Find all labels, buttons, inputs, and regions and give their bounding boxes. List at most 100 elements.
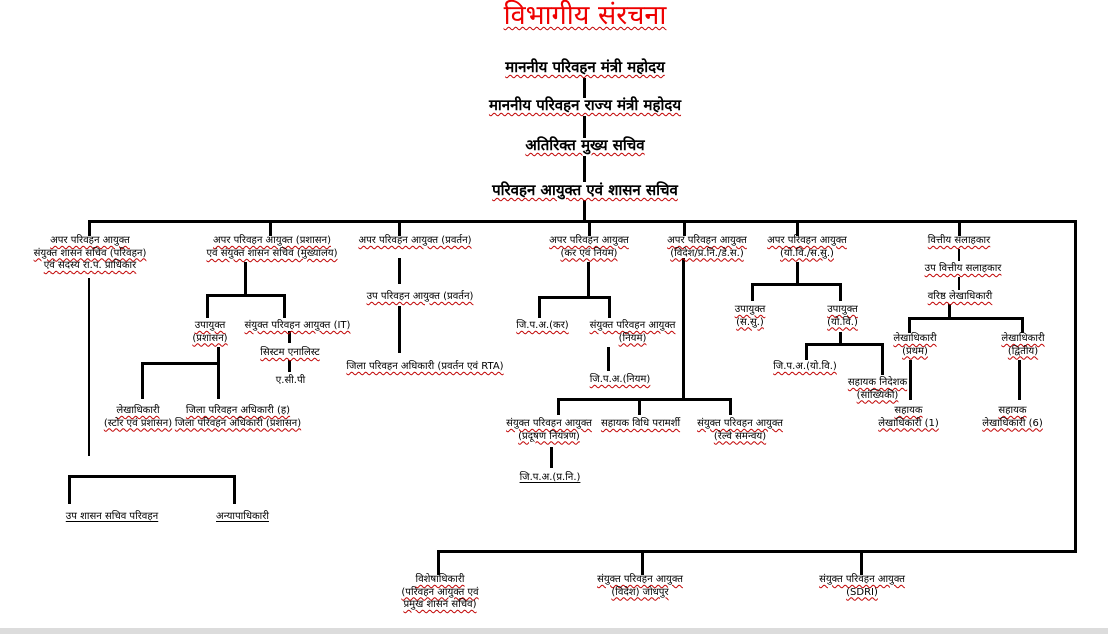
connector-line <box>881 343 884 375</box>
connector-line <box>909 360 912 400</box>
node-dto-pollution: जि.प.अ.(प्र.नि.) <box>519 472 581 483</box>
connector-line <box>583 116 586 138</box>
connector-line <box>1021 317 1024 333</box>
connector-line <box>958 277 960 290</box>
connector-line <box>206 294 209 318</box>
connector-line <box>88 220 91 236</box>
connector-line <box>550 447 553 468</box>
connector-line <box>557 398 560 415</box>
connector-line <box>141 362 144 399</box>
connector-line <box>958 220 961 236</box>
connector-line <box>641 550 644 575</box>
connector-line <box>1018 360 1021 400</box>
connector-line <box>398 220 401 236</box>
connector-line <box>217 362 220 399</box>
node-joint-commissioner-sdri: संयुक्त परिवहन आयुक्त (SDRI) <box>819 574 905 598</box>
node-special-officer: विशेषाधिकारी (परिवहन आयुक्त एवं प्रमुख श… <box>401 574 479 610</box>
connector-line <box>68 475 71 504</box>
connector-line <box>839 332 842 344</box>
connector-line <box>398 258 401 284</box>
node-accounts-officer-second: लेखाधिकारी (द्वितीय) <box>1001 333 1045 357</box>
connector-line <box>608 296 611 318</box>
connector-line <box>860 550 863 575</box>
node-joint-commissioner-jodhpur: संयुक्त परिवहन आयुक्त (विदेश) जोधपुर <box>597 574 683 598</box>
node-addl-commissioner-enforcement: अपर परिवहन आयुक्त (प्रवर्तन) <box>358 235 472 246</box>
node-assistant-legal-advisor: सहायक विधि परामर्शी <box>600 418 681 429</box>
connector-line <box>958 249 960 261</box>
connector-line <box>729 398 732 415</box>
node-addl-commissioner-admin: अपर परिवहन आयुक्त (प्रशासन) <box>213 235 331 246</box>
node-dto-enforcement-rta: जिला परिवहन अधिकारी (प्रवर्तन एवं RTA) <box>346 361 504 372</box>
node-deputy-commissioner-safety: उपायुक्त (स.सु.) <box>734 304 766 328</box>
node-senior-accounts-officer: वरिष्ठ लेखाधिकारी <box>927 291 993 302</box>
node-joint-commissioner-pollution: संयुक्त परिवहन आयुक्त (प्रदूषण नियंत्रण) <box>506 418 592 442</box>
node-addl-commissioner-admin-jss: एवं संयुक्त शासन सचिव (मुख्यालय) <box>206 248 338 259</box>
node-assistant-accounts-officer-1: सहायक लेखाधिकारी (1) <box>878 405 939 429</box>
node-deputy-financial-advisor: उप वित्तीय सलाहकार <box>924 263 1002 274</box>
connector-line <box>269 220 272 236</box>
connector-line <box>557 398 732 401</box>
connector-line <box>437 550 1077 553</box>
connector-line <box>908 317 911 333</box>
node-joint-commissioner-rules: संयुक्त परिवहन आयुक्त (नियम) <box>589 320 676 344</box>
connector-line <box>538 296 541 318</box>
chart-title: विभागीय संरचना <box>503 0 667 31</box>
connector-line <box>88 278 90 456</box>
node-dto-planning: जि.प.अ.(यो.वि.) <box>773 361 837 372</box>
connector-line <box>751 283 842 286</box>
connector-line <box>683 220 686 236</box>
connector-line <box>839 283 842 301</box>
connector-line <box>588 220 591 236</box>
connector-line <box>437 550 440 575</box>
connector-line <box>682 258 685 400</box>
connector-line <box>398 306 401 353</box>
window-bottom-edge <box>0 628 1108 634</box>
connector-line <box>583 78 586 98</box>
node-addl-commissioner-jss: अपर परिवहन आयुक्त संयुक्त शासन सचिव (परि… <box>33 235 147 271</box>
node-transport-commissioner: परिवहन आयुक्त एवं शासन सचिव <box>492 181 678 199</box>
node-deputy-commissioner-enforcement: उप परिवहन आयुक्त (प्रवर्तन) <box>366 291 474 302</box>
connector-line <box>88 220 1076 223</box>
node-dto-admin: जिला परिवहन अधिकारी (ह) जिला परिवहन अधिक… <box>174 405 302 429</box>
connector-line <box>948 304 951 318</box>
connector-line <box>206 294 286 297</box>
connector-line <box>908 317 1024 320</box>
node-joint-commissioner-it: संयुक्त परिवहन आयुक्त (IT) <box>244 320 351 331</box>
node-addl-commissioner-planning: अपर परिवहन आयुक्त (यो.वि./स.सु.) <box>767 235 847 259</box>
connector-line <box>244 262 247 295</box>
node-financial-advisor: वित्तीय सलाहकार <box>927 235 991 246</box>
node-dto-tax: जि.प.अ.(कर) <box>516 320 569 331</box>
node-deputy-secretary: उप शासन सचिव परिवहन <box>65 511 159 522</box>
node-state-minister: माननीय परिवहन राज्य मंत्री महोदय <box>488 96 682 114</box>
connector-line <box>217 347 220 363</box>
connector-line <box>587 262 590 297</box>
connector-line <box>607 347 610 371</box>
connector-line <box>538 296 611 299</box>
connector-line <box>638 398 641 415</box>
node-inquiry-officer: अन्यापाधिकारी <box>216 511 269 522</box>
connector-line <box>288 331 291 343</box>
connector-line <box>805 343 808 360</box>
connector-line <box>796 220 799 236</box>
node-acp: ए.सी.पी <box>275 375 306 386</box>
node-addl-commissioner-foreign: अपर परिवहन आयुक्त (विदेश/प्र.नि./डे.स.) <box>667 235 747 259</box>
connector-line <box>283 294 286 318</box>
node-deputy-commissioner-admin: उपायुक्त (प्रशासन) <box>192 320 228 344</box>
node-addl-commissioner-tax: अपर परिवहन आयुक्त (कर एवं नियम) <box>549 235 629 259</box>
connector-line <box>68 475 236 478</box>
node-accounts-officer-first: लेखाधिकारी (प्रथम) <box>893 333 937 357</box>
node-acs: अतिरिक्त मुख्य सचिव <box>525 136 645 154</box>
node-dto-rules: जि.प.अ.(नियम) <box>589 374 651 385</box>
node-assistant-director-stats: सहायक निदेशक (सांख्यिकी) <box>847 377 908 401</box>
connector-line <box>233 475 236 504</box>
connector-line <box>141 362 220 365</box>
node-joint-commissioner-railway: संयुक्त परिवहन आयुक्त (रेल्वे समन्वय) <box>697 418 783 442</box>
node-accounts-officer-store: लेखाधिकारी (स्टोर एवं प्रशासन) <box>103 405 173 429</box>
connector-line <box>751 283 754 301</box>
connector-line <box>288 360 291 372</box>
connector-line <box>583 156 586 182</box>
connector-line <box>1074 220 1077 552</box>
node-system-analyst: सिस्टम एनालिस्ट <box>260 347 320 358</box>
connector-line <box>805 343 884 346</box>
